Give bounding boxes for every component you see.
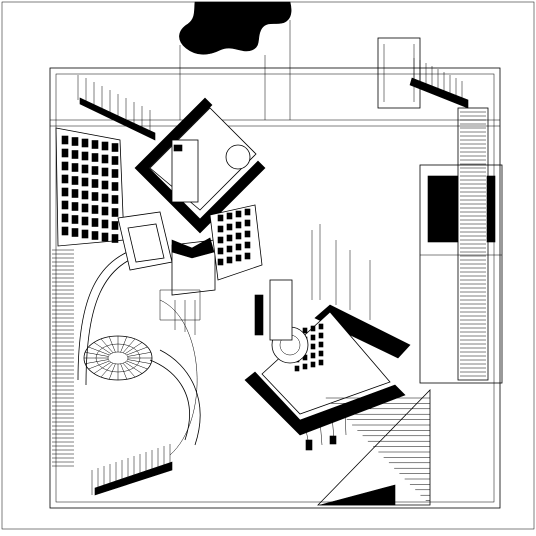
black-frame-lower bbox=[244, 224, 411, 451]
grid-tower-left bbox=[55, 127, 125, 247]
stair-bottom-left bbox=[91, 444, 173, 496]
stair-right-column bbox=[457, 107, 489, 381]
right-box-black-panels bbox=[419, 164, 503, 384]
spiral-stair bbox=[83, 335, 201, 446]
stair-top-left bbox=[77, 75, 156, 141]
black-blob-top bbox=[179, 1, 292, 120]
black-frame-upper bbox=[134, 97, 266, 234]
site-square bbox=[49, 67, 501, 509]
stair-top-right bbox=[409, 58, 469, 109]
stair-left-column bbox=[52, 249, 74, 467]
central-blocks bbox=[117, 204, 263, 335]
hatched-ramp-bottom-right bbox=[317, 389, 431, 506]
top-right-box bbox=[377, 37, 421, 109]
